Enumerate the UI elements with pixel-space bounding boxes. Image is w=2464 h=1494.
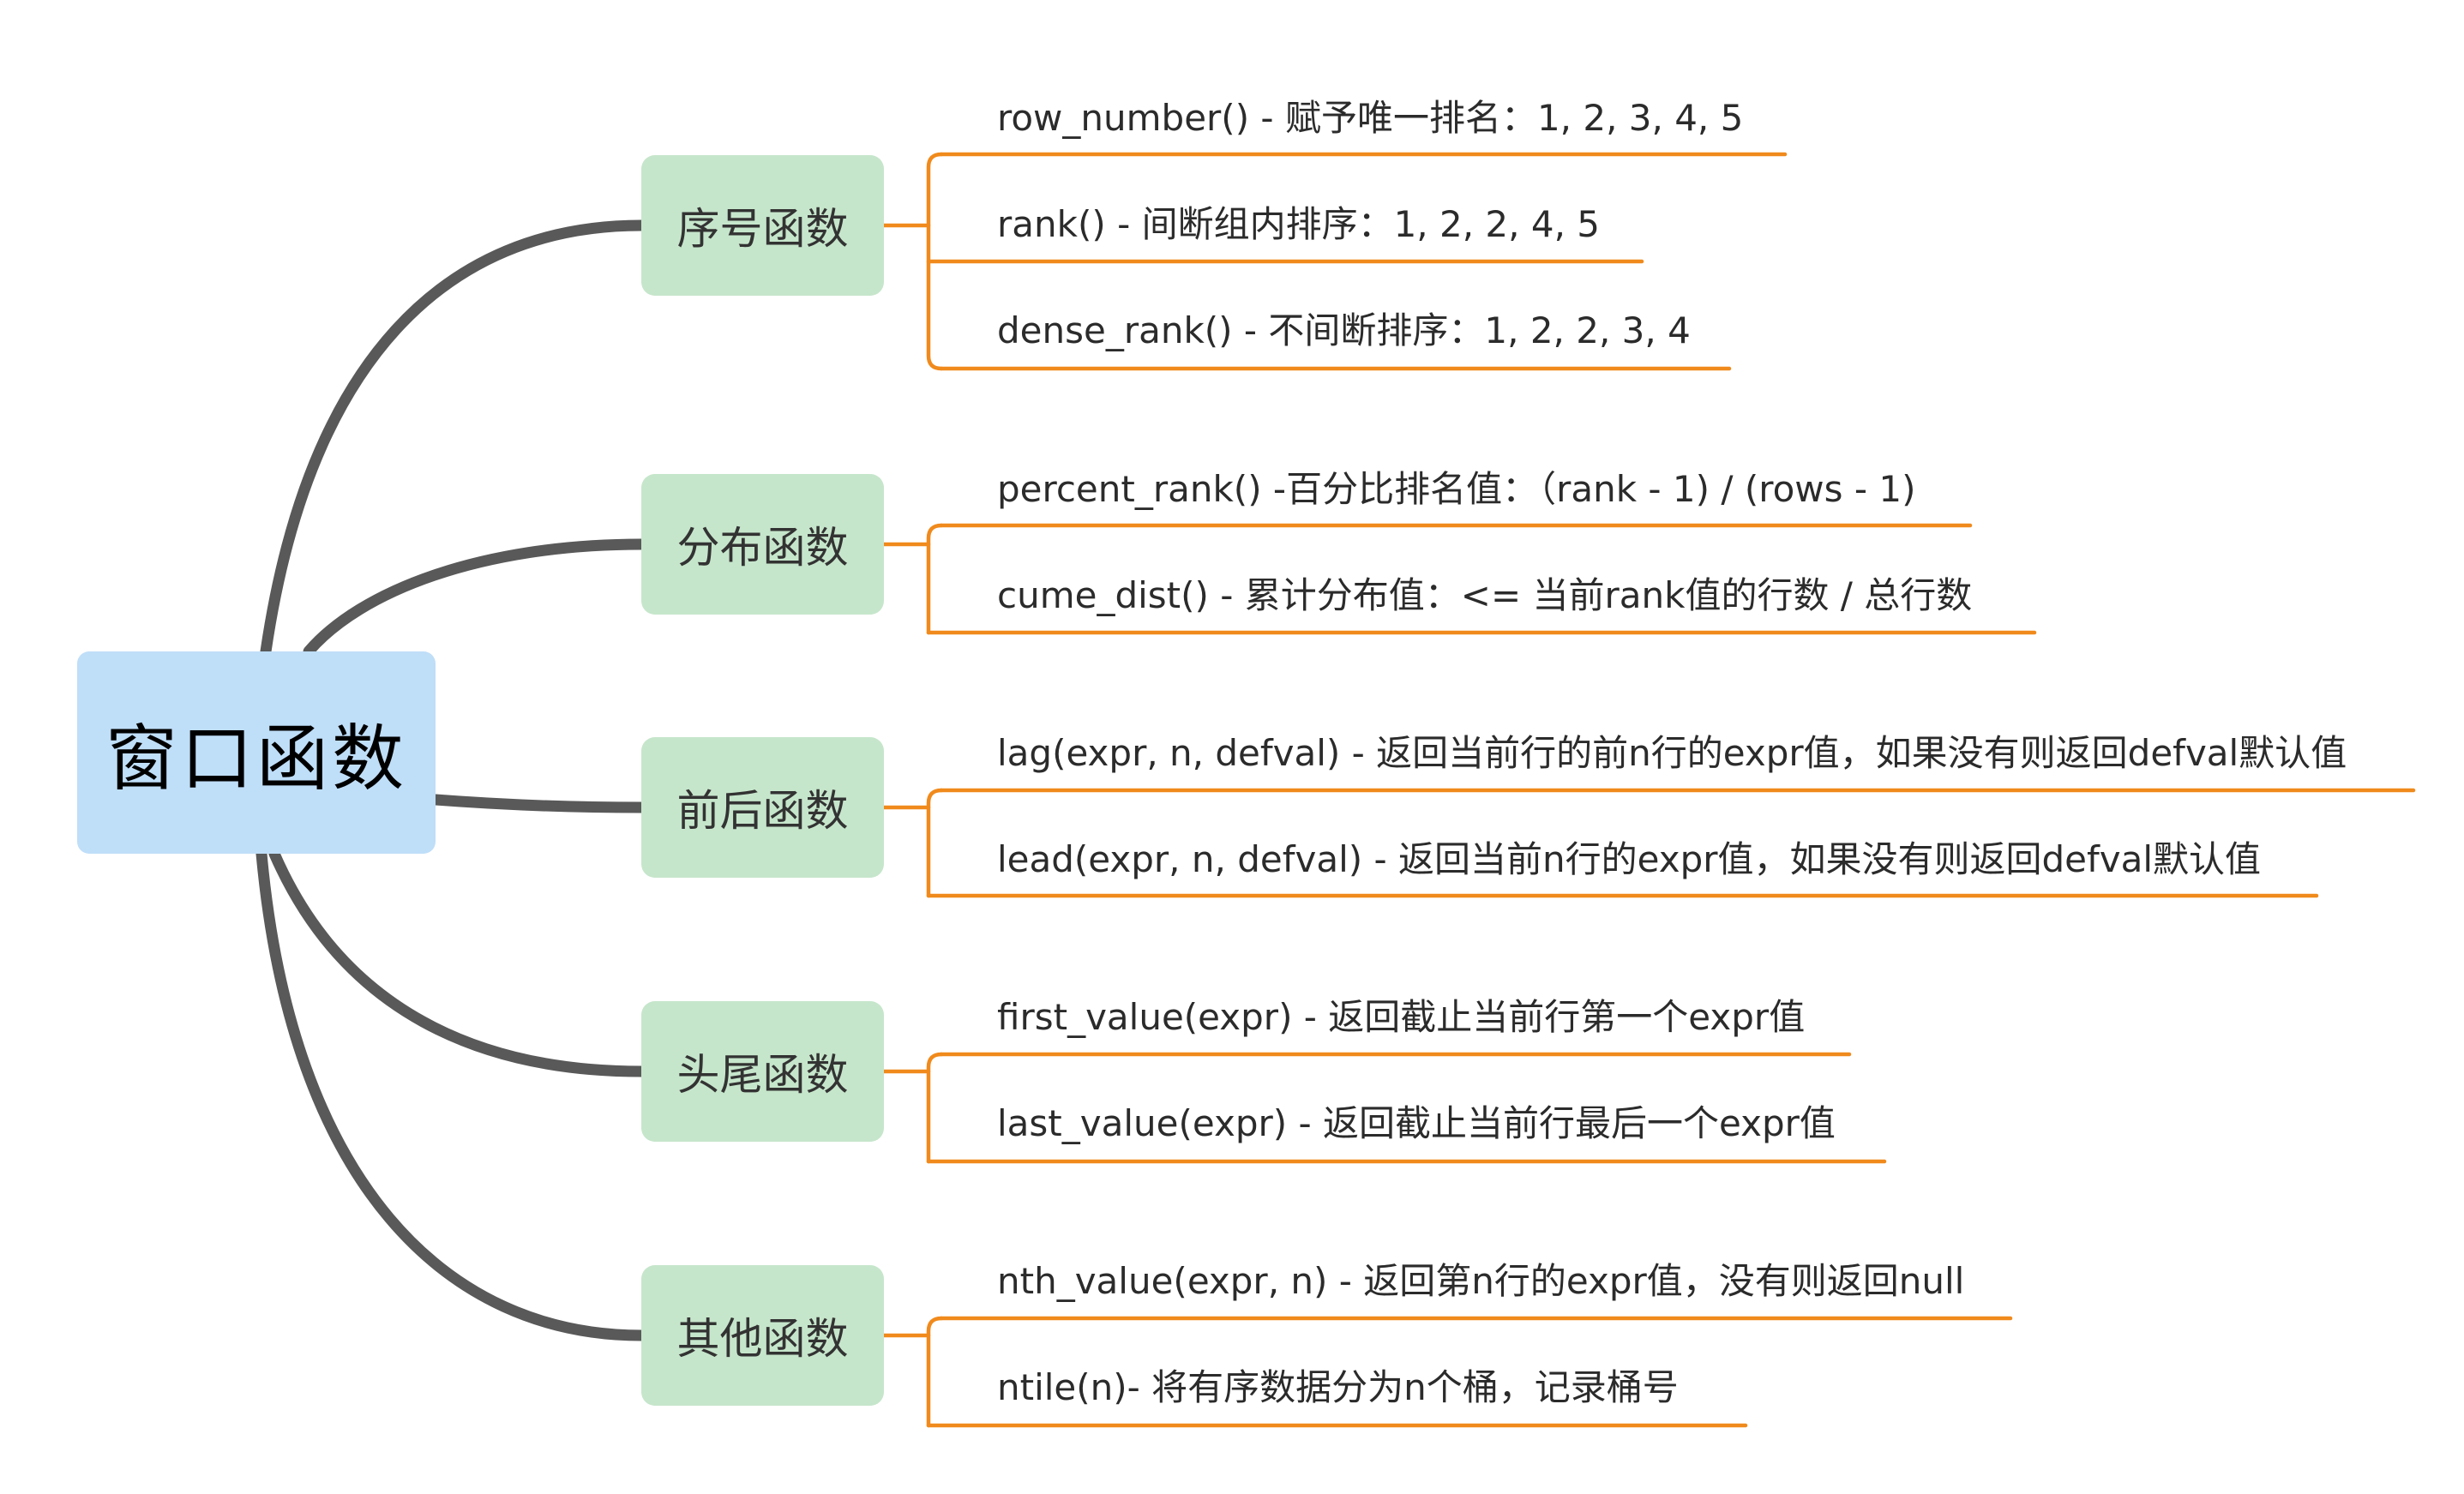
leaf-last-value[interactable]: last_value(expr) - 返回截止当前行最后一个expr值 <box>997 1102 1836 1144</box>
branch-line-0 <box>260 219 647 657</box>
leaf-ntile[interactable]: ntile(n)- 将有序数据分为n个桶，记录桶号 <box>997 1366 1679 1408</box>
category-label: 头尾函数 <box>676 1050 849 1100</box>
bracket-3 <box>926 1052 944 1164</box>
category-label: 序号函数 <box>676 204 849 254</box>
leaf-cume-dist[interactable]: cume_dist() - 累计分布值：<= 当前rank值的行数 / 总行数 <box>997 574 1973 616</box>
bracket-4 <box>926 1316 944 1428</box>
leaf-first-value[interactable]: first_value(expr) - 返回截止当前行第一个expr值 <box>997 996 1806 1038</box>
leaf-nth-value[interactable]: nth_value(expr, n) - 返回第n行的expr值，没有则返回nu… <box>997 1260 1965 1302</box>
category-node-lag-lead[interactable]: 前后函数 <box>641 737 884 878</box>
branch-line-3 <box>268 848 647 1077</box>
leaf-lag[interactable]: lag(expr, n, defval) - 返回当前行的前n行的expr值，如… <box>997 732 2347 774</box>
branch-line-4 <box>255 848 647 1341</box>
branch-line-2 <box>430 794 647 813</box>
leaf-row-number[interactable]: row_number() - 赋予唯一排名：1, 2, 3, 4, 5 <box>997 97 1744 139</box>
root-label: 窗口函数 <box>105 716 407 801</box>
bracket-1 <box>926 523 944 635</box>
category-label: 前后函数 <box>676 786 849 836</box>
category-label: 分布函数 <box>676 523 849 573</box>
leaf-lead[interactable]: lead(expr, n, defval) - 返回当前n行的expr值，如果没… <box>997 838 2262 880</box>
leaf-percent-rank[interactable]: percent_rank() -百分比排名值：（rank - 1) / (row… <box>997 468 1916 510</box>
root-node[interactable]: 窗口函数 <box>77 651 436 854</box>
leaf-dense-rank[interactable]: dense_rank() - 不间断排序：1, 2, 2, 3, 4 <box>997 309 1691 351</box>
category-label: 其他函数 <box>676 1314 849 1364</box>
branch-line-1 <box>303 538 647 657</box>
bracket-2 <box>926 788 944 898</box>
category-node-sequence[interactable]: 序号函数 <box>641 155 884 296</box>
leaf-rank[interactable]: rank() - 间断组内排序：1, 2, 2, 4, 5 <box>997 203 1600 245</box>
category-node-distribution[interactable]: 分布函数 <box>641 474 884 615</box>
category-node-other[interactable]: 其他函数 <box>641 1265 884 1406</box>
category-node-first-last[interactable]: 头尾函数 <box>641 1001 884 1142</box>
